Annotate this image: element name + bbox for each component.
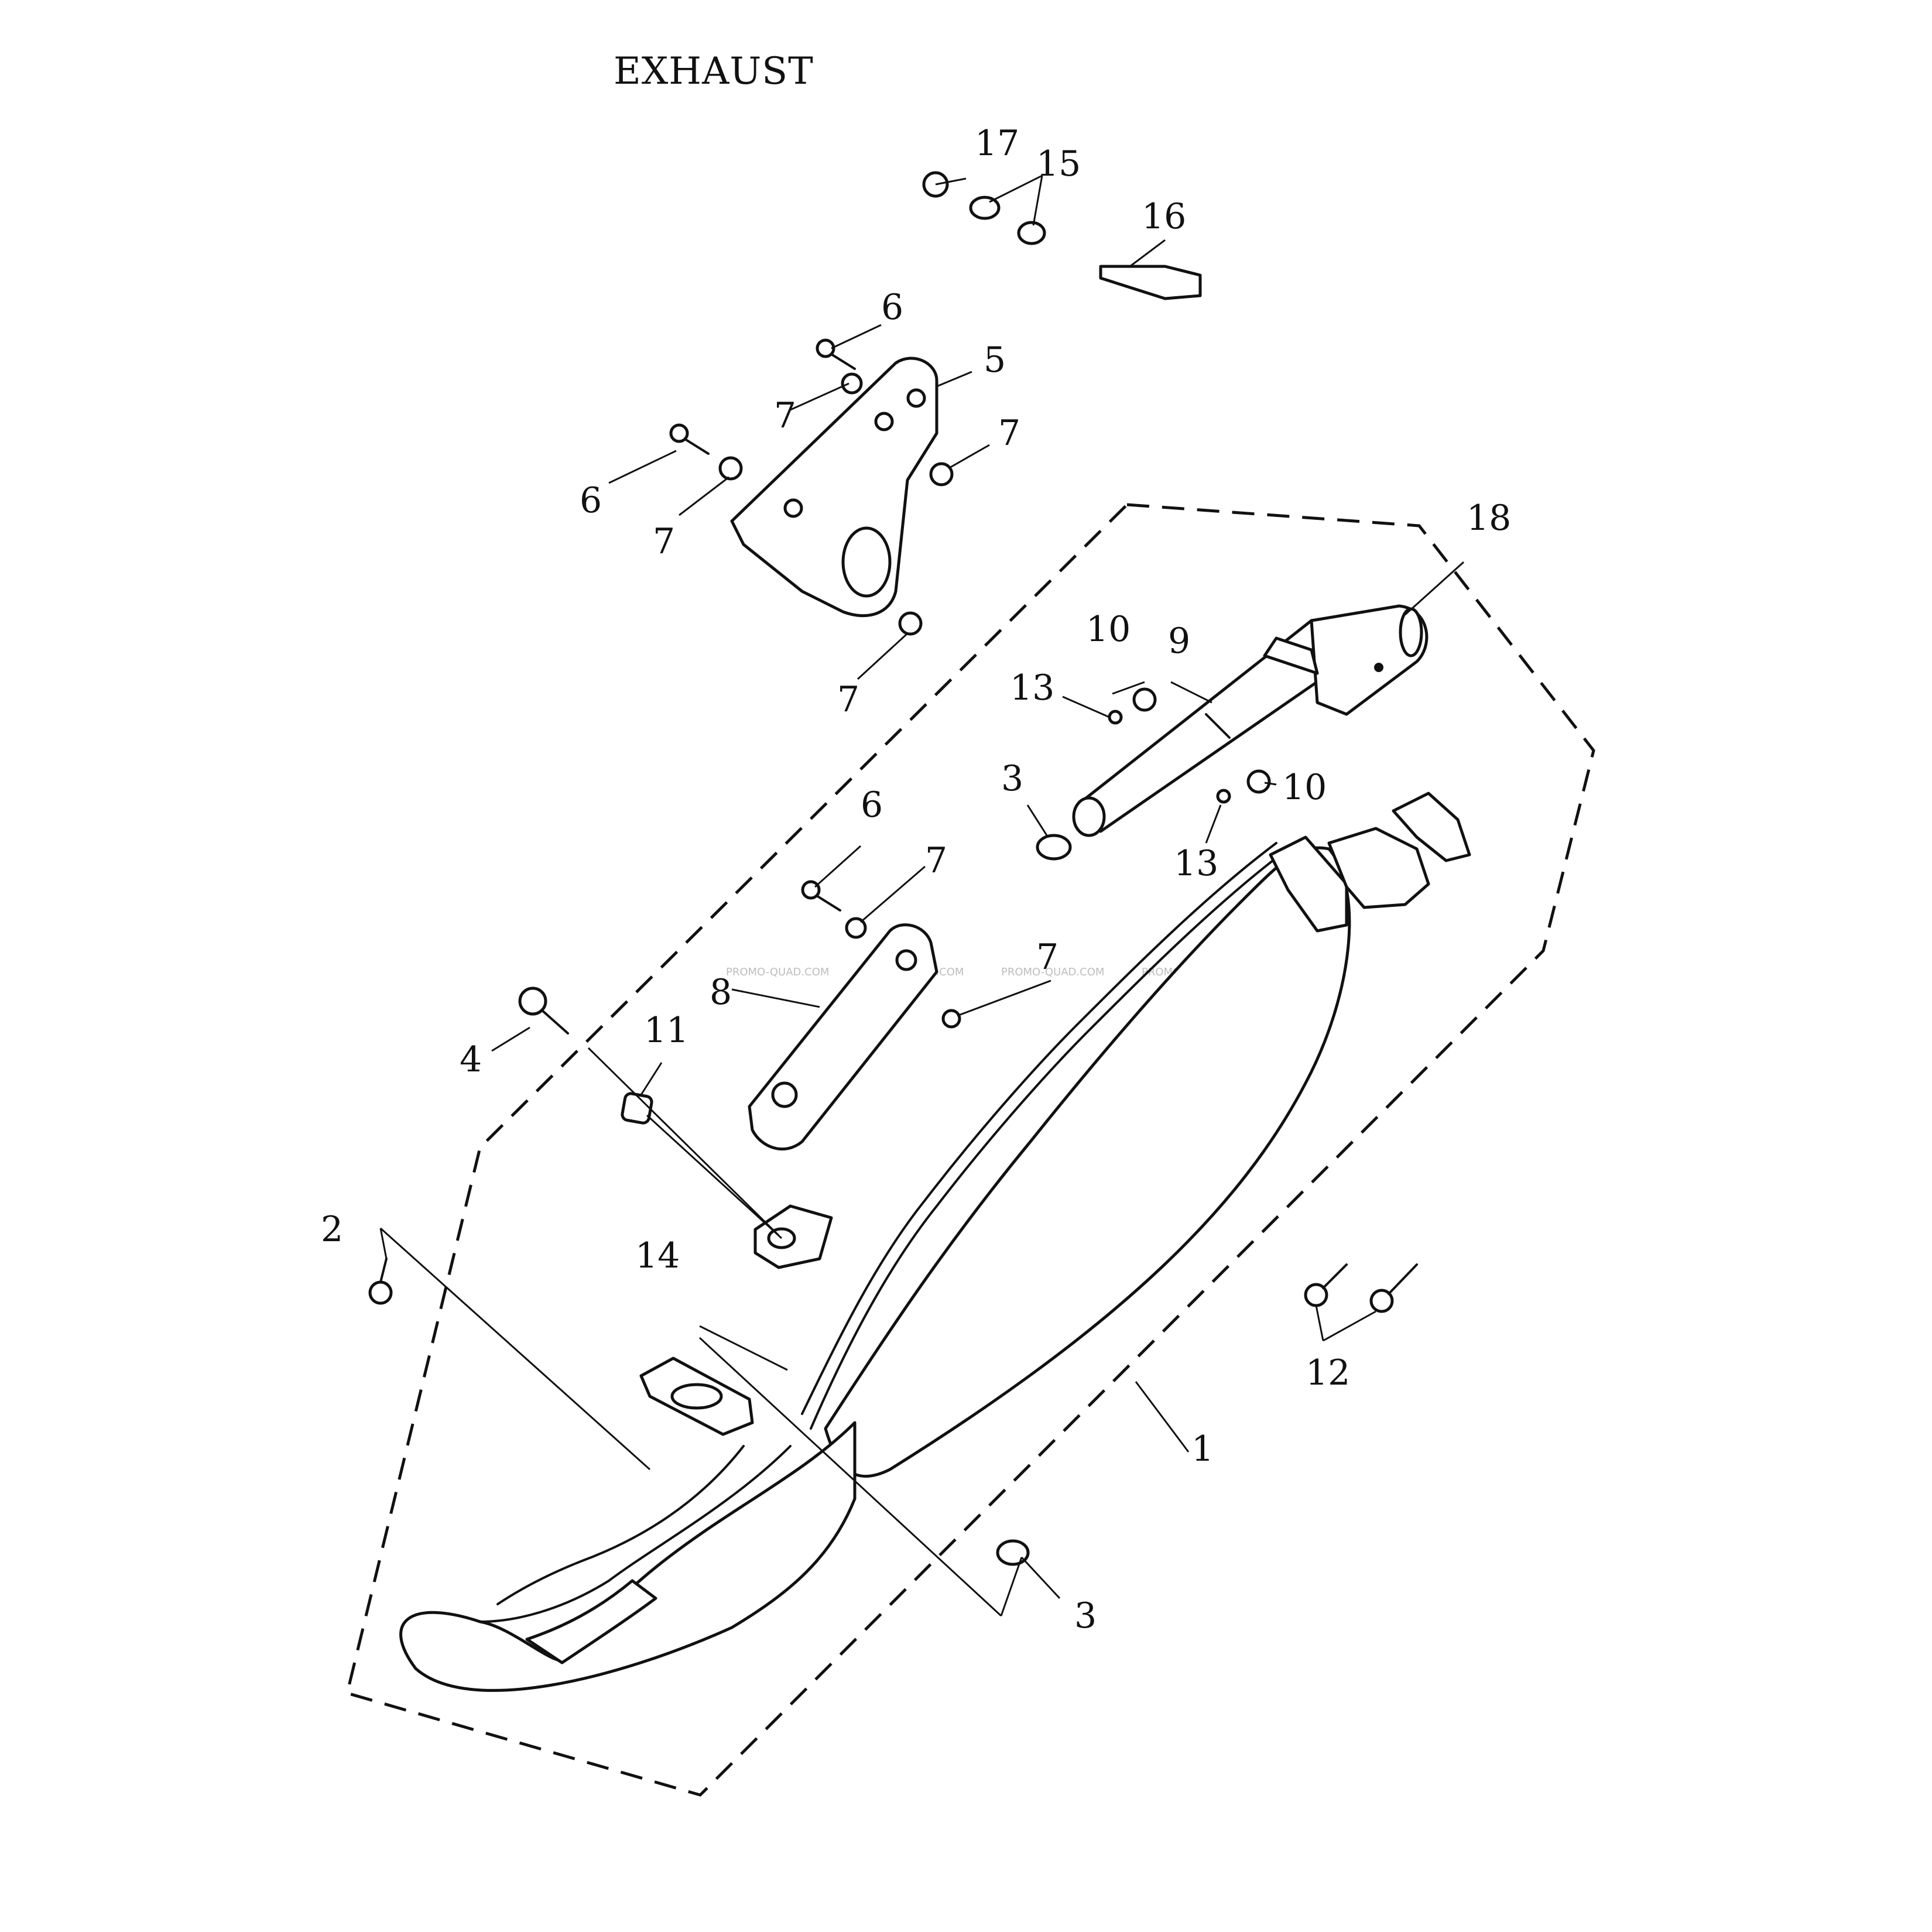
callout-14: 14	[635, 1235, 680, 1276]
bracket-5	[730, 357, 938, 617]
callout-7-mid: 7	[837, 679, 859, 720]
callout-2: 2	[321, 1209, 343, 1250]
callout-15: 15	[1036, 143, 1081, 184]
callout-9: 9	[1168, 621, 1190, 662]
bolt-6-mid	[801, 880, 841, 912]
callout-7-left: 7	[653, 521, 675, 562]
washer-7a	[841, 372, 863, 395]
washer-13b	[1216, 789, 1231, 804]
svg-text:PROMO-QUAD.COM: PROMO-QUAD.COM	[726, 966, 829, 978]
callout-labels: 17 15 16 6 5 7 7 6 7 18 10 9 13 7 3 10 1…	[321, 123, 1511, 1636]
grommet-11	[621, 1092, 653, 1125]
washer-7e	[845, 917, 867, 939]
callout-17: 17	[975, 123, 1019, 164]
washer-7c	[929, 462, 954, 487]
washer-7f	[941, 1009, 961, 1029]
bracket-8	[748, 923, 938, 1151]
washer-7b	[718, 456, 743, 481]
callout-6-top: 6	[881, 287, 903, 328]
nut-10b	[1246, 769, 1271, 794]
spark-arrestor	[1072, 604, 1429, 837]
callout-11: 11	[644, 1010, 688, 1051]
bolt-6-top	[816, 338, 856, 370]
callout-10-top: 10	[1086, 609, 1131, 650]
assembly-outline	[345, 503, 1595, 1797]
nut-10a	[1132, 687, 1157, 712]
callout-13-right: 13	[1174, 843, 1218, 884]
watermark-strip: PROMO-QUAD.COM PROMO-QUAD.COM PROMO-QUAD…	[726, 966, 1245, 978]
callout-3-bottom: 3	[1074, 1595, 1097, 1636]
callout-7-top: 7	[774, 395, 796, 436]
bolt-6-left	[669, 423, 710, 455]
bolt-12a	[1304, 1263, 1348, 1307]
callout-18: 18	[1467, 498, 1511, 539]
washer-13a	[1108, 710, 1123, 725]
callout-5: 5	[984, 340, 1006, 381]
callout-6-left: 6	[580, 480, 602, 521]
washer-15b	[1017, 221, 1046, 245]
callout-7-right: 7	[998, 413, 1020, 454]
bolt-12b	[1369, 1263, 1418, 1313]
header-pipe	[399, 1421, 857, 1692]
callout-1: 1	[1191, 1429, 1214, 1469]
callout-4: 4	[460, 1039, 482, 1080]
svg-text:PROMO-QUAD.COM: PROMO-QUAD.COM	[1001, 966, 1104, 978]
callout-10-right: 10	[1282, 767, 1327, 808]
washer-3b	[996, 1539, 1030, 1566]
callout-8: 8	[710, 972, 732, 1013]
callout-3-top: 3	[1001, 758, 1023, 799]
muffler-assembly	[399, 792, 1471, 1692]
callout-16: 16	[1142, 196, 1186, 237]
washer-7d	[898, 611, 923, 636]
callout-12: 12	[1306, 1352, 1350, 1393]
callout-6-mid: 6	[861, 785, 883, 825]
callout-13-top: 13	[1010, 667, 1054, 708]
bolt-4	[518, 986, 569, 1034]
callout-7-lower: 7	[925, 840, 947, 881]
leader-lines	[379, 174, 1465, 1617]
washer-15a	[969, 196, 1001, 220]
bolt-2	[368, 1258, 393, 1305]
diagram-title: EXHAUST	[614, 50, 814, 93]
callout-7-plate: 7	[1036, 937, 1059, 978]
washer-3a	[1036, 834, 1072, 861]
bolt-16	[1099, 265, 1202, 300]
